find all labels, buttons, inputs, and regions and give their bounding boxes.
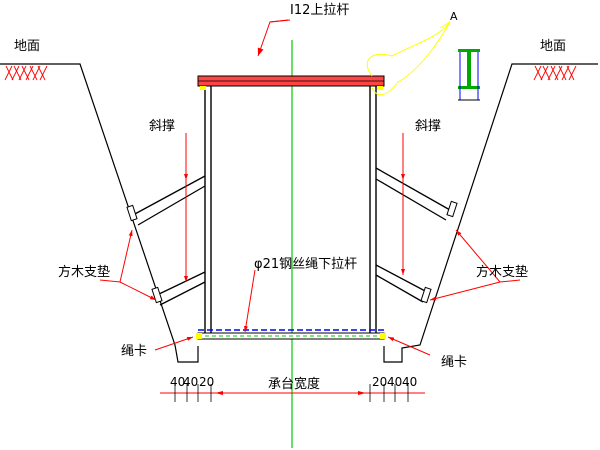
clamp-label-right: 绳卡 xyxy=(441,355,467,370)
excavation-outline xyxy=(0,63,598,363)
dim-right-3: 40 xyxy=(402,375,417,389)
timber-pad-label-right: 方木支垫 xyxy=(476,264,528,280)
ground-label-right: 地面 xyxy=(540,39,566,54)
top-tie-rod xyxy=(197,75,385,90)
dim-right-2: 40 xyxy=(387,375,402,389)
strut-label-left: 斜撑 xyxy=(149,119,175,134)
dimension-line xyxy=(160,384,425,402)
ground-label-left: 地面 xyxy=(14,39,40,54)
ground-hatch-right xyxy=(533,65,577,81)
dim-left-2: 40 xyxy=(183,375,198,389)
dim-left-1: 40 xyxy=(170,375,185,389)
bottom-tie-cable xyxy=(196,329,386,340)
bottom-tie-label: φ21钢丝绳下拉杆 xyxy=(254,257,357,272)
top-tie-rod-label: I12上拉杆 xyxy=(290,3,349,18)
strut-right xyxy=(375,167,451,303)
detail-mark-label: A xyxy=(450,10,458,23)
timber-pad-marks xyxy=(126,200,458,304)
ground-hatch-left xyxy=(4,65,48,81)
dim-left-3: 20 xyxy=(199,375,214,389)
dim-right-1: 20 xyxy=(372,375,387,389)
timber-pad-label-left: 方木支垫 xyxy=(58,264,110,280)
clamp-label-left: 绳卡 xyxy=(121,344,147,359)
strut-left xyxy=(132,175,206,306)
i-section-icon xyxy=(458,49,480,101)
strut-label-right: 斜撑 xyxy=(415,119,441,134)
steel-casing xyxy=(204,86,377,338)
leader-lines xyxy=(99,19,521,356)
base-width-label: 承台宽度 xyxy=(268,376,320,392)
detail-bubble xyxy=(366,21,451,96)
